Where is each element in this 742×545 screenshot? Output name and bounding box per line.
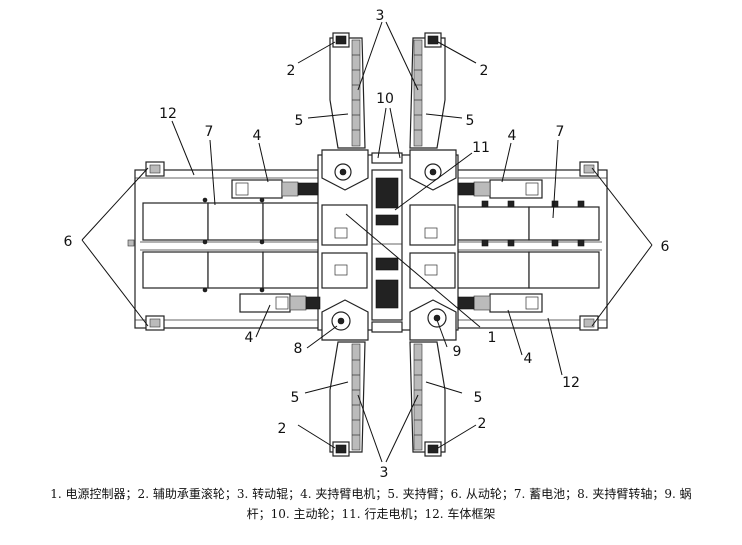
callout-4: 4 [508,128,517,144]
callout-2: 2 [480,63,489,79]
callout-5: 5 [466,113,475,129]
callout-5: 5 [295,113,304,129]
robot-structure-diagram: 3 3 2 2 2 2 5 5 5 5 10 12 12 7 7 4 4 4 4… [64,8,670,480]
callout-2: 2 [278,421,287,437]
clamp-arm-pivot [321,149,457,341]
driving-wheel [371,152,403,333]
callout-7: 7 [205,124,214,140]
driven-wheel [145,161,599,331]
callout-3: 3 [376,8,385,24]
leader-lines [81,21,653,463]
callout-labels: 3 3 2 2 2 2 5 5 5 5 10 12 12 7 7 4 4 4 4… [64,8,670,480]
callout-6: 6 [661,239,670,255]
callout-8: 8 [294,341,303,357]
callout-7: 7 [556,124,565,140]
figure-caption: 1. 电源控制器；2. 辅助承重滚轮；3. 转动辊；4. 夹持臂电机；5. 夹持… [8,484,734,524]
callout-10: 10 [376,91,394,107]
callout-12: 12 [562,375,580,391]
drive-motor [371,169,403,321]
caption-line-2: 杆；10. 主动轮；11. 行走电机；12. 车体框架 [246,507,496,521]
caption-line-1: 1. 电源控制器；2. 辅助承重滚轮；3. 转动辊；4. 夹持臂电机；5. 夹持… [50,487,692,501]
callout-4: 4 [253,128,262,144]
callout-6: 6 [64,234,73,250]
callout-9: 9 [453,344,462,360]
callout-2: 2 [287,63,296,79]
battery-left [142,197,319,293]
callout-1: 1 [488,330,497,346]
callout-3: 3 [380,465,389,480]
callout-5: 5 [291,390,300,406]
callout-4: 4 [524,351,533,367]
callout-4: 4 [245,330,254,346]
callout-5: 5 [474,390,483,406]
battery-right [456,200,600,289]
callout-12: 12 [159,106,177,122]
clamp-arm-motor [231,179,543,313]
rotating-roller [351,39,423,451]
callout-11: 11 [472,140,490,156]
auxiliary-roller [332,32,442,457]
callout-2: 2 [478,416,487,432]
